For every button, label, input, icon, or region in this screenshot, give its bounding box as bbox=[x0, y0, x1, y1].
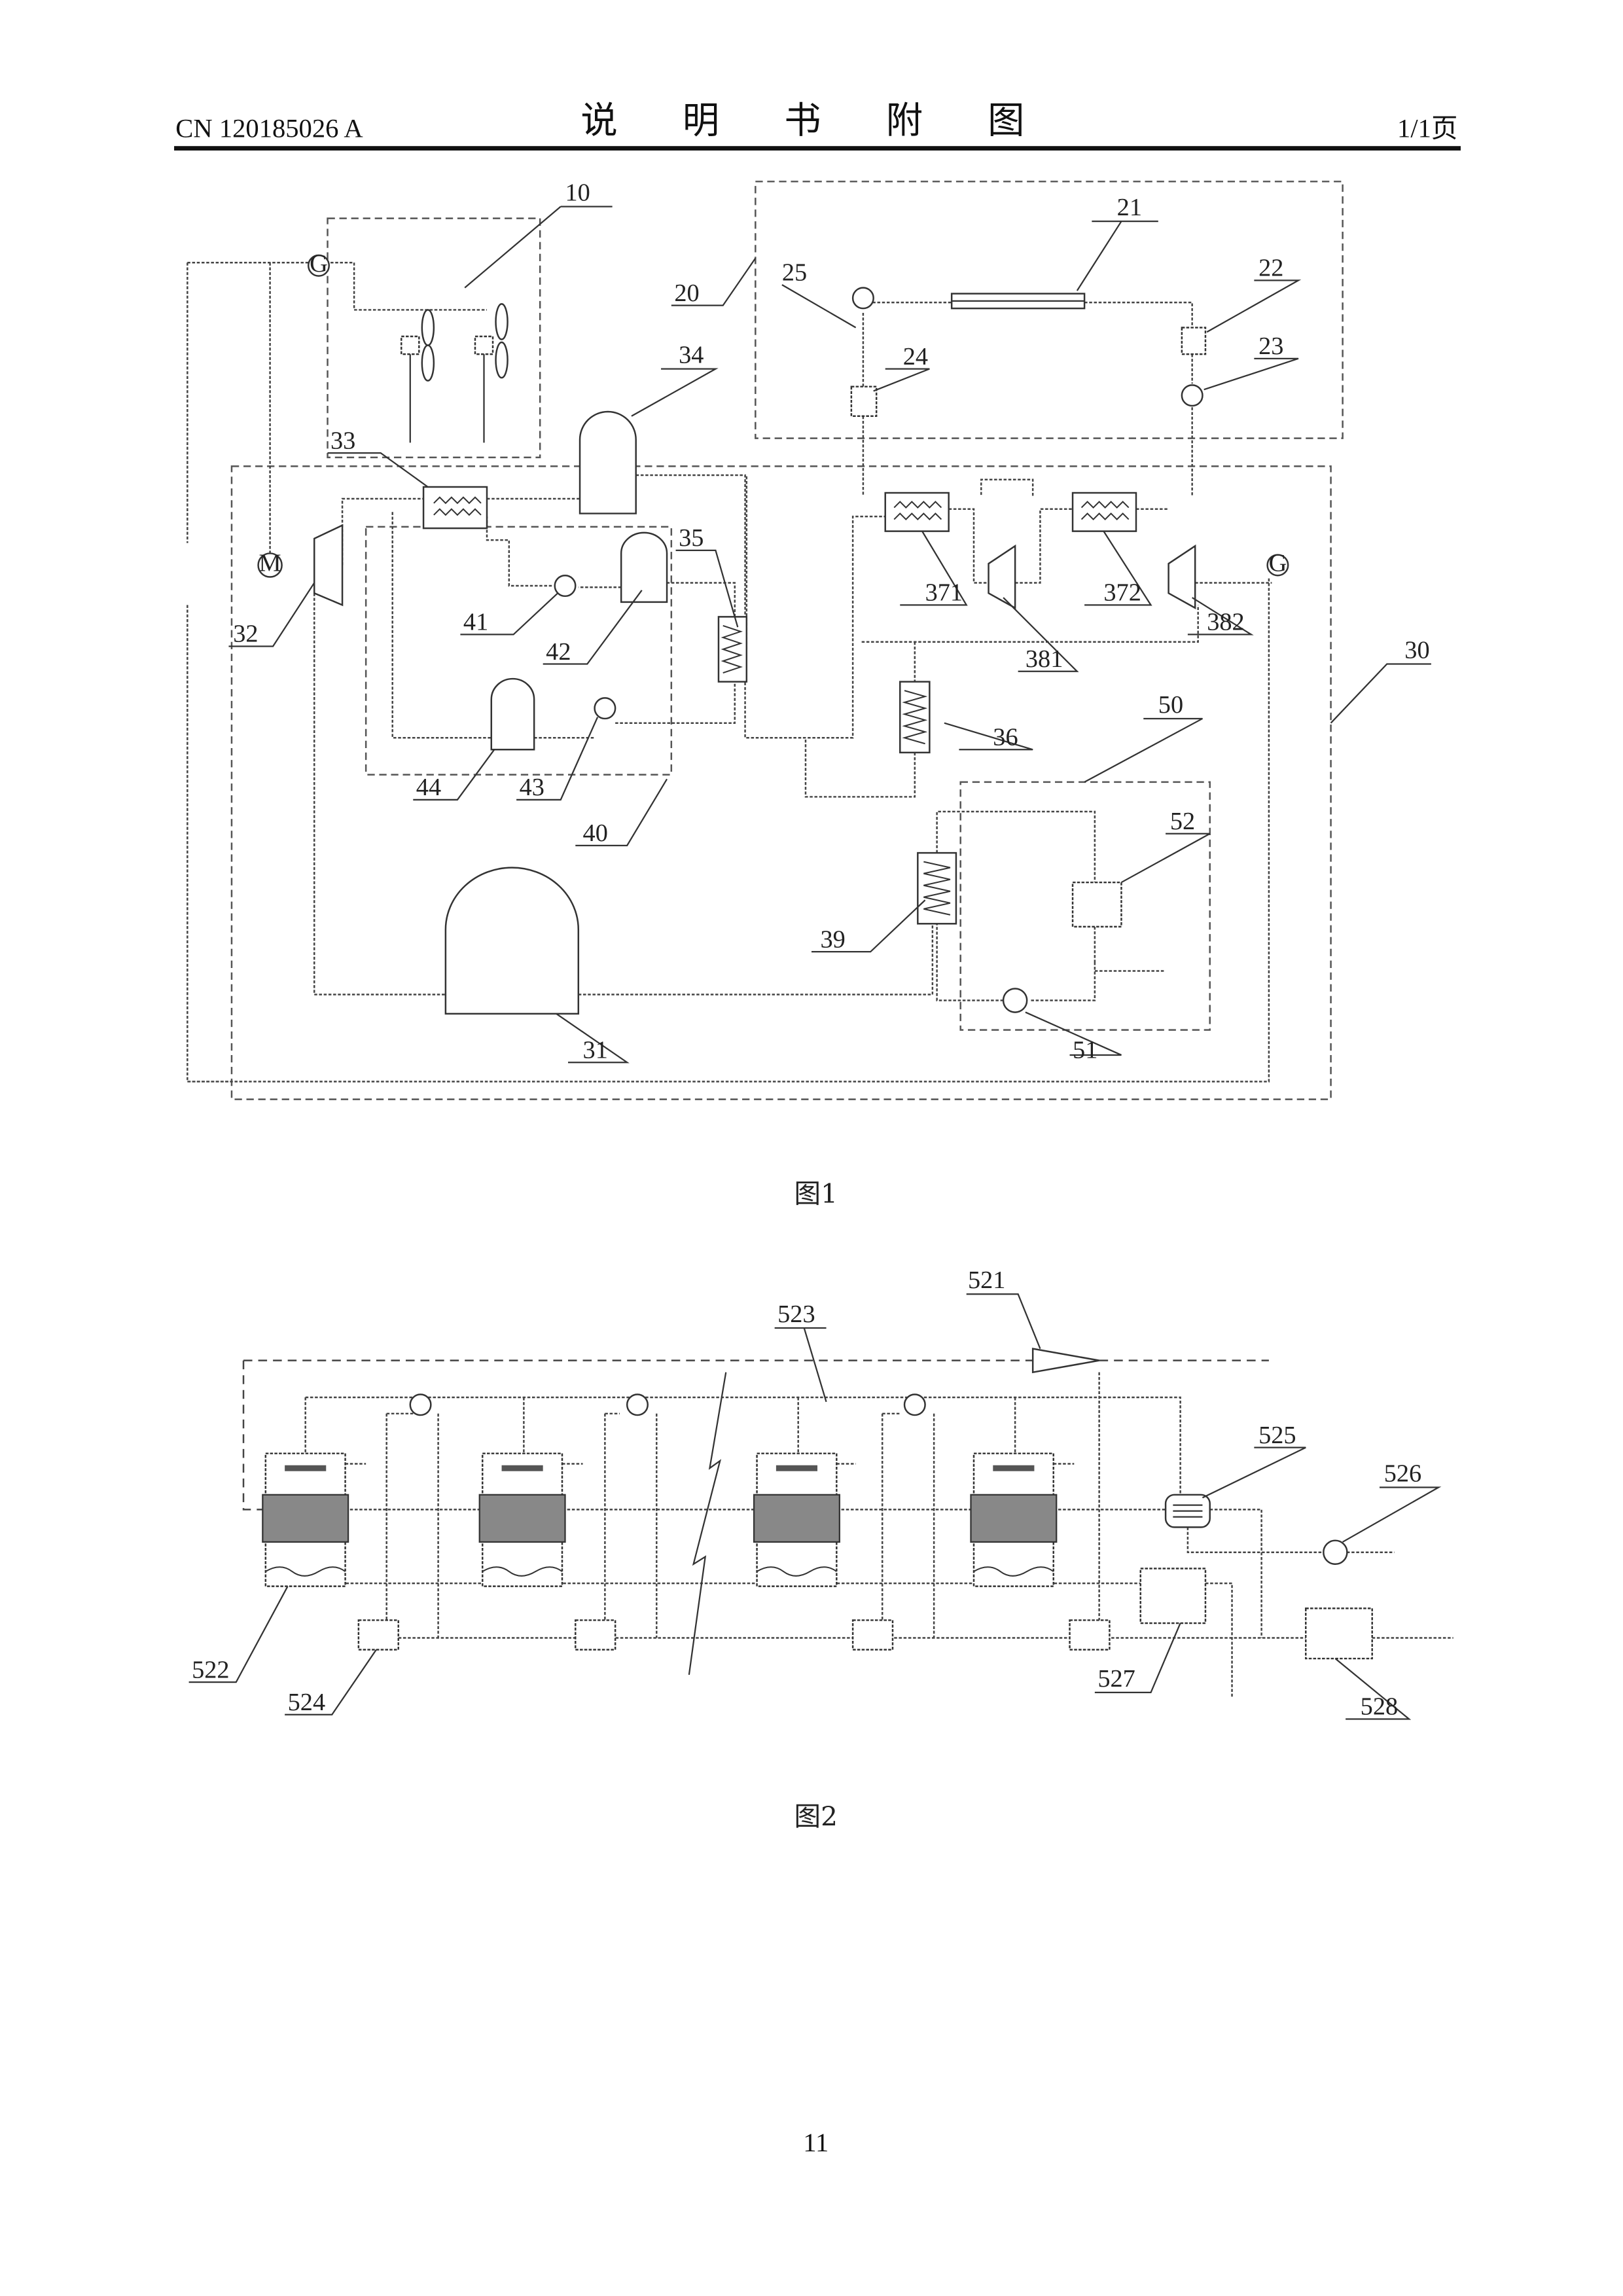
pump-43-icon bbox=[595, 698, 616, 719]
page-indicator: 1/1页 bbox=[1397, 114, 1457, 143]
label-33: 33 bbox=[330, 427, 355, 454]
label-521: 521 bbox=[968, 1266, 1005, 1294]
tank-31 bbox=[446, 868, 579, 1014]
label-522: 522 bbox=[192, 1656, 229, 1683]
absorption-tank bbox=[754, 1454, 840, 1587]
subsystem-10-box bbox=[328, 219, 541, 457]
label-31: 31 bbox=[583, 1036, 608, 1064]
svg-text:G: G bbox=[1269, 549, 1287, 577]
settling-tank bbox=[853, 1620, 893, 1649]
unit-528 bbox=[1306, 1608, 1372, 1659]
label-10: 10 bbox=[565, 179, 590, 207]
pump-icon bbox=[904, 1395, 925, 1416]
heat-exchanger-371 bbox=[885, 493, 949, 531]
generator-icon: G bbox=[308, 250, 329, 278]
turbine-381 bbox=[989, 546, 1016, 608]
label-25: 25 bbox=[782, 259, 807, 286]
heat-exchanger-36 bbox=[900, 682, 929, 753]
page-header: CN 120185026 A 说 明 书 附 图 1/1页 bbox=[174, 99, 1461, 151]
label-372: 372 bbox=[1103, 579, 1141, 607]
pump-41-icon bbox=[555, 575, 576, 596]
label-52: 52 bbox=[1170, 808, 1195, 835]
heat-exchanger-372 bbox=[1073, 493, 1136, 531]
absorption-tank bbox=[480, 1454, 565, 1587]
svg-text:M: M bbox=[259, 549, 281, 577]
label-35: 35 bbox=[679, 524, 704, 552]
subsystem-20-box bbox=[755, 181, 1342, 438]
settling-tank-524 bbox=[359, 1620, 399, 1649]
pump-25-icon bbox=[853, 288, 874, 309]
heat-exchanger-35 bbox=[719, 617, 747, 681]
label-34: 34 bbox=[679, 342, 704, 369]
svg-text:G: G bbox=[310, 250, 328, 278]
label-527: 527 bbox=[1097, 1665, 1135, 1693]
label-22: 22 bbox=[1258, 255, 1283, 282]
label-30: 30 bbox=[1404, 637, 1429, 664]
label-44: 44 bbox=[416, 774, 441, 801]
label-40: 40 bbox=[583, 819, 608, 847]
motor-icon: M bbox=[259, 549, 282, 577]
figure-1: G M G bbox=[187, 179, 1431, 1210]
pump-523-icon bbox=[410, 1395, 431, 1416]
figure-1-caption: 图1 bbox=[794, 1177, 838, 1209]
absorption-tank bbox=[971, 1454, 1056, 1587]
settling-tank bbox=[575, 1620, 615, 1649]
pump-23-icon bbox=[1182, 385, 1203, 406]
header-rule bbox=[174, 146, 1461, 151]
settling-tank bbox=[1070, 1620, 1110, 1649]
tank-44 bbox=[491, 679, 534, 749]
label-51: 51 bbox=[1073, 1036, 1097, 1064]
heat-exchanger-33 bbox=[423, 487, 487, 528]
figure-2-caption: 图2 bbox=[794, 1801, 838, 1832]
unit-52 bbox=[1073, 882, 1121, 927]
tank-24 bbox=[851, 387, 876, 416]
figure-2: 523 521 525 526 522 524 527 528 图2 bbox=[189, 1266, 1454, 1832]
turbine-382 bbox=[1169, 546, 1196, 608]
label-39: 39 bbox=[821, 925, 846, 953]
label-382: 382 bbox=[1207, 609, 1244, 636]
label-21: 21 bbox=[1117, 194, 1142, 221]
label-24: 24 bbox=[903, 343, 928, 370]
label-523: 523 bbox=[777, 1300, 815, 1328]
compressor-32 bbox=[314, 526, 342, 605]
tank-34 bbox=[580, 412, 636, 514]
unit-527 bbox=[1141, 1569, 1205, 1623]
label-526: 526 bbox=[1384, 1460, 1421, 1488]
label-381: 381 bbox=[1026, 645, 1063, 673]
heat-exchanger-39 bbox=[918, 853, 956, 924]
ejector-521 bbox=[1033, 1349, 1099, 1372]
pump-icon bbox=[627, 1395, 648, 1416]
label-528: 528 bbox=[1361, 1693, 1398, 1721]
page-title: 说 明 书 附 图 bbox=[580, 99, 1051, 142]
label-50: 50 bbox=[1158, 691, 1183, 719]
page-number: 11 bbox=[803, 2128, 829, 2157]
label-20: 20 bbox=[674, 279, 699, 307]
wind-turbine-icon bbox=[401, 304, 507, 442]
label-32: 32 bbox=[233, 620, 258, 648]
tank-22 bbox=[1182, 327, 1205, 354]
label-41: 41 bbox=[463, 609, 488, 636]
label-42: 42 bbox=[546, 638, 571, 666]
label-371: 371 bbox=[925, 579, 963, 607]
absorption-tank-522 bbox=[262, 1454, 348, 1587]
document-number: CN 120185026 A bbox=[175, 114, 363, 143]
label-524: 524 bbox=[288, 1689, 325, 1716]
generator-icon: G bbox=[1268, 549, 1289, 577]
heat-exchanger-525 bbox=[1166, 1495, 1210, 1528]
tank-42 bbox=[621, 533, 667, 602]
label-36: 36 bbox=[993, 724, 1018, 751]
pump-51-icon bbox=[1003, 989, 1027, 1013]
label-43: 43 bbox=[520, 774, 544, 801]
pump-526-icon bbox=[1323, 1541, 1347, 1564]
break-mark bbox=[689, 1372, 726, 1675]
label-525: 525 bbox=[1258, 1422, 1296, 1449]
label-23: 23 bbox=[1258, 332, 1283, 360]
